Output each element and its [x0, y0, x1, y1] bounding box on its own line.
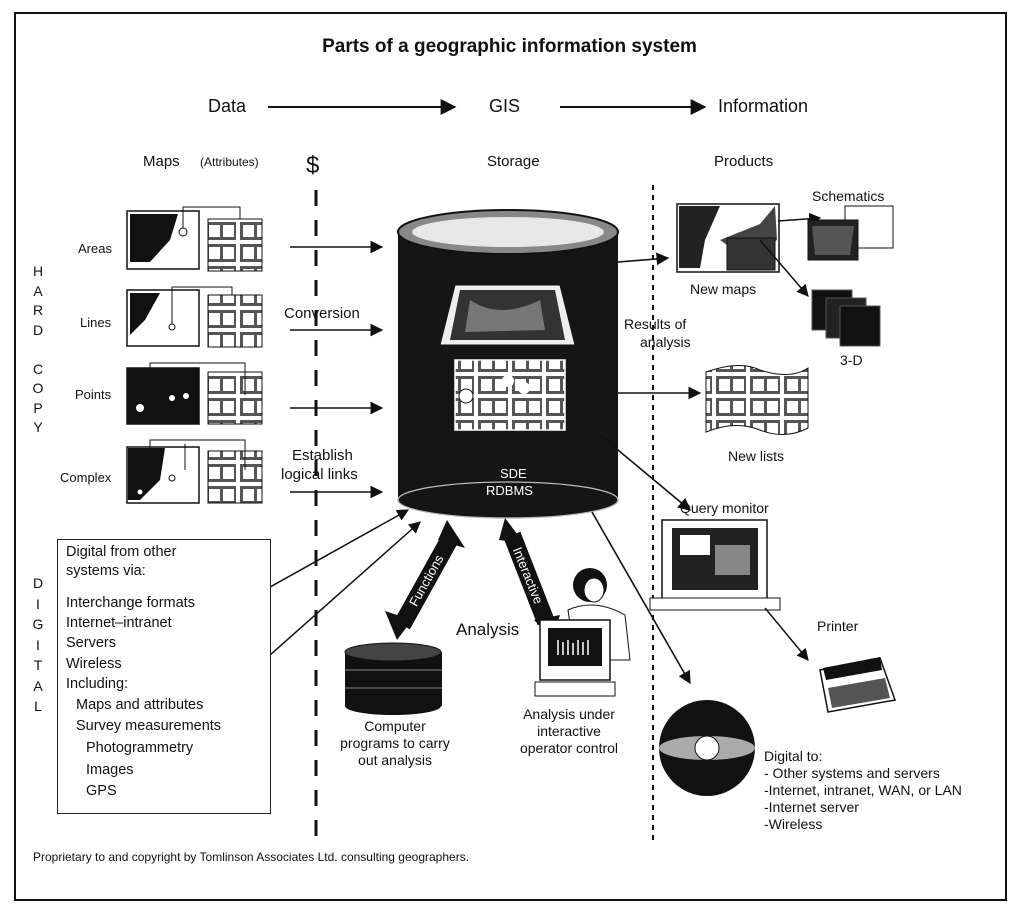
operator-workstation-icon [534, 568, 631, 697]
rdbms-label: RDBMS [486, 483, 533, 498]
new-maps-icon [676, 203, 780, 273]
results-label-2: analysis [640, 334, 691, 350]
establish-label-2: logical links [281, 466, 358, 483]
arrow-to-3d [759, 239, 809, 297]
query-monitor-label: Query monitor [680, 500, 769, 516]
results-label-1: Results of [624, 316, 687, 332]
digital-box-line: GPS [86, 783, 117, 799]
digital-to-list: Digital to: - Other systems and servers … [764, 748, 962, 833]
digital-box-line: Images [86, 762, 134, 778]
digital-box-line: Internet–intranet [66, 615, 172, 631]
map-thumb-areas [126, 206, 263, 272]
digital-box-line: Survey measurements [76, 718, 222, 734]
arrow-to-printer [764, 607, 809, 661]
digital-box-line: Wireless [66, 656, 122, 672]
new-lists-icon [705, 365, 809, 435]
flow-data-label: Data [208, 96, 247, 116]
analysis-label: Analysis [456, 620, 520, 639]
digital-to-line: -Internet server [764, 799, 859, 815]
new-maps-label: New maps [690, 281, 757, 297]
functions-arrow [385, 520, 465, 640]
query-monitor-icon [649, 519, 781, 611]
map-thumb-points [126, 362, 263, 425]
arrow-to-digital-disc [591, 511, 691, 685]
digital-to-line: -Wireless [764, 816, 823, 832]
new-lists-label: New lists [728, 448, 785, 464]
map-type-points: Points [75, 387, 112, 402]
arrow-interchange-to-storage [244, 509, 410, 602]
schematics-icon [807, 205, 894, 261]
arrow-to-new-maps [617, 252, 670, 266]
storage-header: Storage [487, 153, 540, 170]
digital-sources-box: Digital from other systems via: Intercha… [57, 539, 271, 814]
digital-box-line: Photogrammetry [86, 740, 194, 756]
map-type-areas: Areas [78, 241, 112, 256]
digital-to-line: - Other systems and servers [764, 765, 940, 781]
printer-icon [819, 657, 897, 713]
products-header: Products [714, 153, 774, 170]
attributes-header: (Attributes) [200, 155, 259, 169]
digital-to-line: -Internet, intranet, WAN, or LAN [764, 782, 962, 798]
diagram-frame [14, 12, 1007, 901]
printer-label: Printer [817, 618, 859, 634]
three-d-label: 3-D [840, 352, 863, 368]
digital-box-line: Digital from other [66, 544, 177, 560]
digital-disc-icon [659, 700, 755, 796]
three-d-icon [811, 289, 881, 347]
conversion-label: Conversion [284, 305, 360, 322]
map-type-lines: Lines [80, 315, 112, 330]
digital-box-line: Interchange formats [66, 595, 195, 611]
map-thumb-lines [126, 286, 263, 348]
program-disk-stack-icon [344, 642, 442, 715]
map-type-complex: Complex [60, 470, 112, 485]
establish-label-1: Establish [292, 447, 353, 464]
flow-information-label: Information [718, 96, 809, 116]
sde-label: SDE [500, 466, 527, 481]
copyright-footer: Proprietary to and copyright by Tomlinso… [33, 850, 470, 864]
storage-cylinder [397, 209, 619, 519]
dollar-sign: $ [306, 152, 320, 179]
arrow-to-query-monitor [599, 434, 691, 511]
diagram-title: Parts of a geographic information system [322, 36, 697, 57]
map-thumb-complex [126, 439, 263, 504]
schematics-label: Schematics [812, 188, 885, 204]
flow-gis-label: GIS [489, 96, 521, 116]
digital-box-line: systems via: [66, 563, 146, 579]
arrow-to-schematics [777, 212, 822, 225]
digital-to-line: Digital to: [764, 748, 823, 764]
digital-box-line: Including: [66, 676, 129, 692]
maps-header: Maps [143, 153, 180, 170]
digital-box-line: Maps and attributes [76, 697, 204, 713]
digital-box-line: Servers [66, 635, 116, 651]
